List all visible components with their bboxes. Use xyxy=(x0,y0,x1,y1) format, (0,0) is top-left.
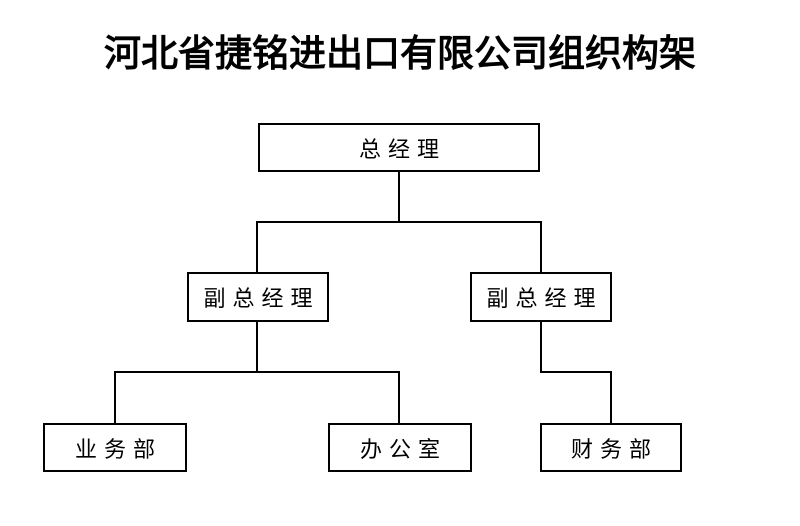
org-node-finance-dept: 财务部 xyxy=(540,423,682,472)
connector-office-drop xyxy=(398,371,400,423)
connector-deputies-horizontal xyxy=(256,221,542,223)
connector-deputy-left-drop xyxy=(256,221,258,272)
org-node-label: 总经理 xyxy=(358,137,446,163)
org-node-office: 办公室 xyxy=(328,423,472,472)
connector-business-drop xyxy=(114,371,116,423)
page-title: 河北省捷铭进出口有限公司组织构架 xyxy=(104,31,696,75)
org-node-general-manager: 总经理 xyxy=(258,123,540,172)
connector-deputy-right-drop xyxy=(540,221,542,272)
org-node-deputy-manager-right: 副总经理 xyxy=(470,272,612,322)
org-node-deputy-manager-left: 副总经理 xyxy=(187,272,329,322)
connector-root-down xyxy=(398,172,400,222)
org-node-label: 副总经理 xyxy=(486,287,603,312)
org-node-label: 业务部 xyxy=(74,437,162,463)
org-node-label: 办公室 xyxy=(359,437,447,463)
connector-deputy-right-down xyxy=(540,322,542,373)
org-node-label: 副总经理 xyxy=(203,287,320,312)
connector-finance-horizontal xyxy=(540,371,612,373)
connector-deputy-left-down xyxy=(256,322,258,373)
org-node-business-dept: 业务部 xyxy=(43,423,187,472)
org-node-label: 财务部 xyxy=(570,437,658,463)
connector-level3-horizontal xyxy=(114,371,400,373)
connector-finance-drop xyxy=(610,371,612,423)
